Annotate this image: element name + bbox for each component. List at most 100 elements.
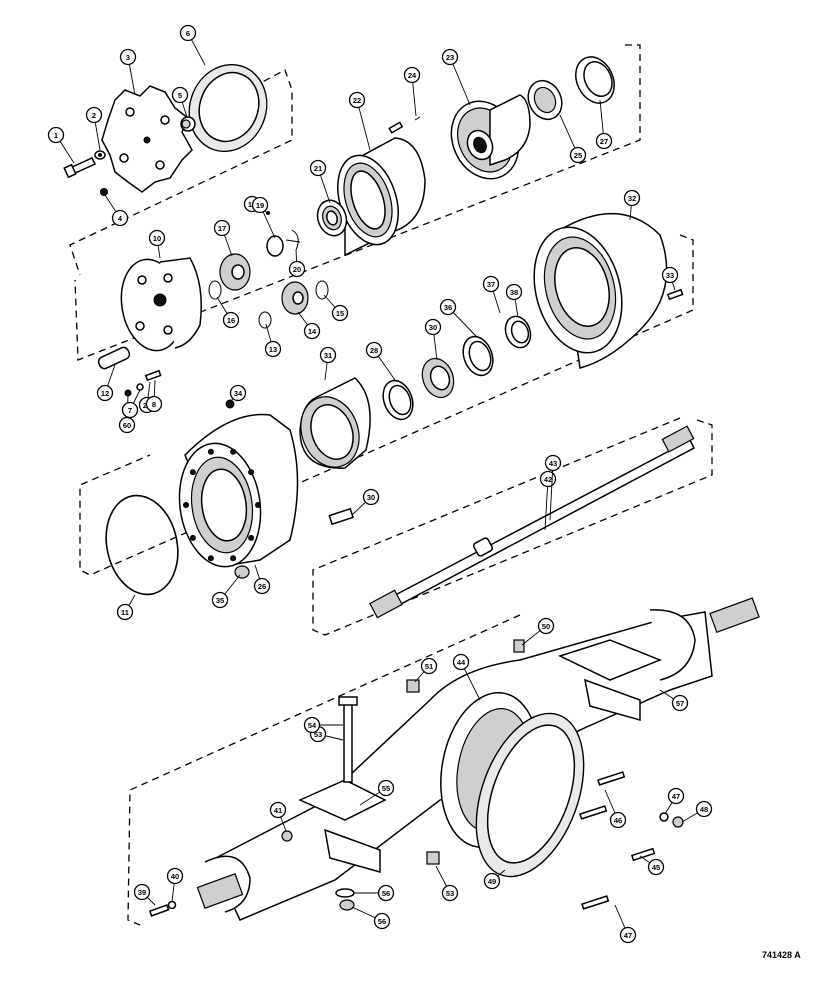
callout-leader-22 <box>356 99 371 151</box>
callout-circle <box>179 24 197 42</box>
part-planet-gear-17 <box>219 253 251 291</box>
callout-circle <box>483 872 501 890</box>
callout-49: 49 <box>483 872 501 890</box>
callout-circle <box>116 603 134 621</box>
callout-26: 26 <box>253 577 271 595</box>
callout-10: 10 <box>148 229 166 247</box>
part-thrust-washer-15 <box>315 280 329 300</box>
hub-stud-hole <box>248 469 255 476</box>
callout-3: 3 <box>119 48 137 66</box>
callout-circle <box>373 912 391 930</box>
callout-number: 8 <box>152 400 156 409</box>
callout-circle <box>647 858 665 876</box>
part-seal-39 <box>504 315 532 349</box>
callout-leader-42 <box>544 478 549 531</box>
hub-stud-hole <box>183 502 189 508</box>
part-wheel-hub <box>178 413 299 568</box>
callout-circle <box>222 311 240 329</box>
group-outline-axle <box>127 614 521 926</box>
callout-number: 16 <box>227 316 235 325</box>
callout-circle <box>303 322 321 340</box>
callout-circle <box>362 488 380 506</box>
callout-circle <box>348 91 366 109</box>
part-plug-36 <box>225 399 235 409</box>
callout-38: 38 <box>505 283 523 301</box>
callout-circle <box>439 298 457 316</box>
callout-51: 51 <box>420 657 438 675</box>
callout-circle <box>537 617 555 635</box>
callout-number: 47 <box>624 931 632 940</box>
callout-number: 35 <box>216 596 224 605</box>
callout-number: 21 <box>314 164 322 173</box>
callout-number: 53 <box>314 730 322 739</box>
part-gasket-50 <box>475 712 585 878</box>
part-plug-53-upper <box>406 679 420 693</box>
callout-56: 56 <box>373 912 391 930</box>
callout-39: 39 <box>133 883 151 901</box>
part-stud-46 <box>630 847 656 862</box>
callout-circle <box>166 867 184 885</box>
callout-circle <box>121 401 139 419</box>
callout-number: 30 <box>429 323 437 332</box>
part-u-bolt-54 <box>338 696 358 783</box>
callout-circle <box>420 657 438 675</box>
callout-number: 57 <box>676 699 684 708</box>
callout-30: 30 <box>424 318 442 336</box>
callout-22: 22 <box>348 91 366 109</box>
part-pin-18 <box>266 211 270 215</box>
callout-leader-43 <box>549 462 554 521</box>
figure-code: 741428 A <box>762 950 801 960</box>
callout-circle <box>47 126 65 144</box>
callout-number: 4 <box>118 214 123 223</box>
callout-36: 36 <box>439 298 457 316</box>
part-thrust-washer-16 <box>208 280 222 300</box>
part-bolt-1 <box>63 157 97 179</box>
callout-number: 1 <box>54 131 58 140</box>
callout-circle <box>544 454 562 472</box>
part-planet-carrier <box>120 257 202 352</box>
callout-circle <box>667 787 685 805</box>
callout-circle <box>452 653 470 671</box>
callout-circle <box>303 716 321 734</box>
hub-stud-hole <box>230 448 237 455</box>
part-washer-19 <box>266 235 284 257</box>
callout-25: 25 <box>569 146 587 164</box>
callout-circle <box>85 106 103 124</box>
part-nut-57 <box>339 899 355 911</box>
callout-35: 35 <box>211 591 229 609</box>
part-bearing-cone-21 <box>316 199 348 237</box>
callout-number: 42 <box>544 475 552 484</box>
callout-number: 36 <box>444 303 452 312</box>
callout-1: 1 <box>47 126 65 144</box>
callout-45: 45 <box>647 858 665 876</box>
part-washer-56 <box>335 888 355 898</box>
part-oil-seal-32 <box>299 377 371 469</box>
callout-23: 23 <box>441 48 459 66</box>
callout-56: 56 <box>377 884 395 902</box>
callout-number: 33 <box>666 271 674 280</box>
part-fitting-42 <box>281 830 293 842</box>
part-breather-51 <box>513 639 525 653</box>
callout-number: 56 <box>378 917 386 926</box>
callout-number: 54 <box>308 721 317 730</box>
callout-31: 31 <box>319 346 337 364</box>
part-thrust-washer-13 <box>258 311 272 329</box>
callout-number: 28 <box>370 346 378 355</box>
part-washer-48 <box>659 812 669 822</box>
callout-circle <box>595 132 613 150</box>
callout-circle <box>253 577 271 595</box>
callout-7: 7 <box>121 401 139 419</box>
callout-circle <box>331 304 349 322</box>
callout-17: 17 <box>213 219 231 237</box>
callout-circle <box>171 86 189 104</box>
hub-stud-hole <box>189 469 196 476</box>
callout-number: 13 <box>269 345 277 354</box>
callout-circle <box>264 340 282 358</box>
part-bearing-cone-35 <box>421 357 455 399</box>
callout-number: 6 <box>186 29 190 38</box>
callout-41: 41 <box>269 801 287 819</box>
callout-number: 39 <box>138 888 146 897</box>
callout-47: 47 <box>667 787 685 805</box>
callout-number: 31 <box>324 351 332 360</box>
callout-number: 40 <box>171 872 179 881</box>
